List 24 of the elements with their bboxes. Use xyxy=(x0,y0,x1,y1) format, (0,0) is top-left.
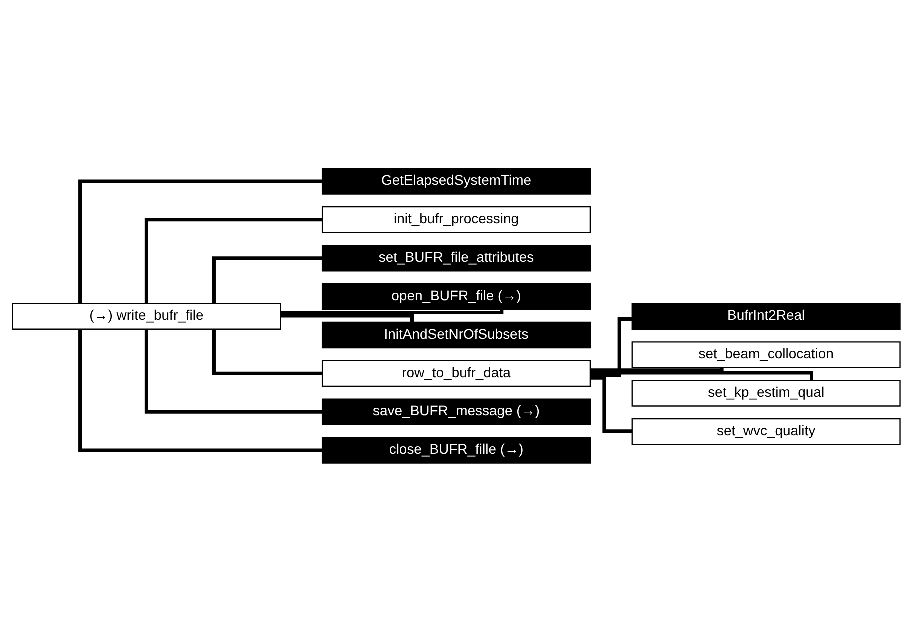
node-box: close_BUFR_fille (→) xyxy=(322,437,592,464)
node-box: row_to_bufr_data xyxy=(322,360,592,388)
node-box: set_wvc_quality xyxy=(632,418,901,446)
connector xyxy=(590,376,632,434)
node-box: set_BUFR_file_attributes xyxy=(322,244,592,272)
connector xyxy=(590,371,814,380)
node-box: save_BUFR_message (→) xyxy=(322,398,592,426)
node-box: BufrInt2Real xyxy=(632,303,901,330)
node-box: init_bufr_processing xyxy=(322,206,592,234)
node-box: (→) write_bufr_file xyxy=(12,303,282,330)
connector xyxy=(212,330,322,376)
connector xyxy=(590,317,632,378)
connector xyxy=(78,180,322,304)
connector xyxy=(144,329,322,414)
node-box: set_beam_collocation xyxy=(632,342,901,368)
node-box: InitAndSetNrOfSubsets xyxy=(322,322,592,349)
connector xyxy=(590,368,724,372)
connector xyxy=(212,256,322,304)
node-box: open_BUFR_file (→) xyxy=(322,283,592,310)
connector xyxy=(144,218,322,304)
node-box: set_kp_estim_qual xyxy=(632,380,901,407)
connector xyxy=(280,314,414,322)
node-box: GetElapsedSystemTime xyxy=(322,168,592,195)
connector xyxy=(78,329,322,452)
